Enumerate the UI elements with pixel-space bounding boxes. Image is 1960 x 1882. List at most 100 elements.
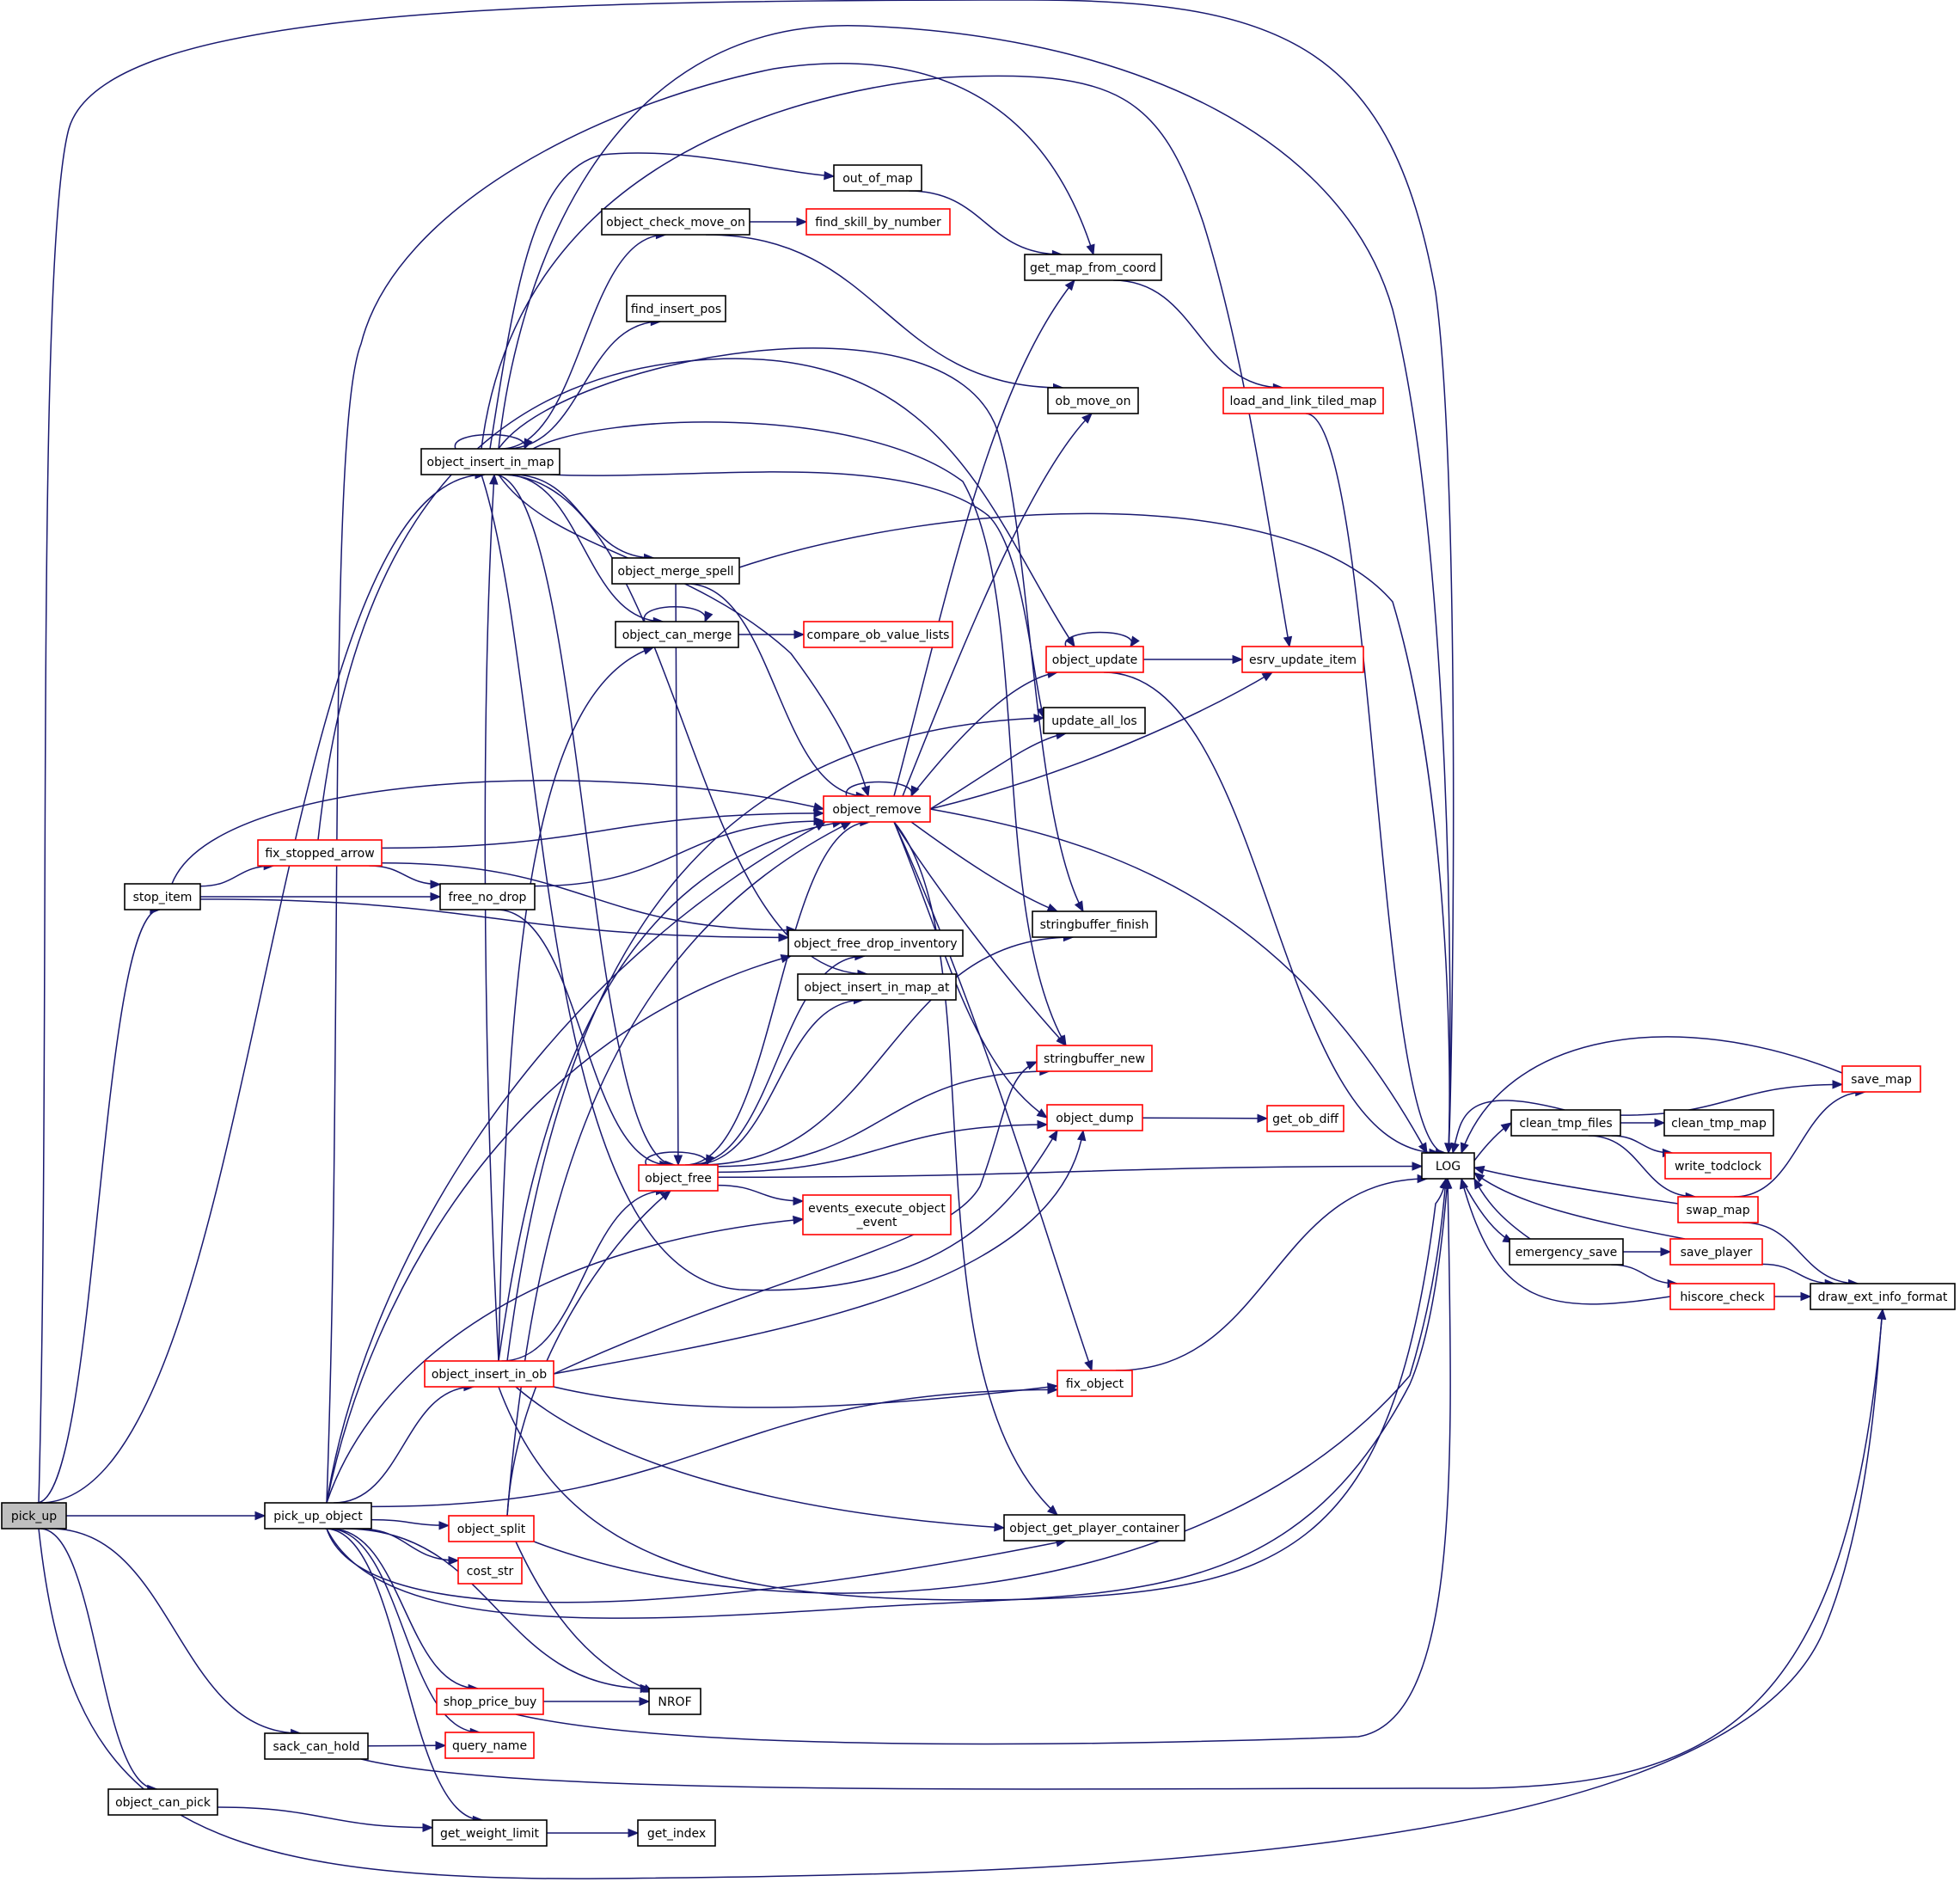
node-fix-object[interactable]: fix_object [1057, 1370, 1133, 1397]
node-box [611, 557, 740, 585]
node-box [420, 448, 560, 475]
node-label: object_insert_in_map_at [805, 981, 951, 995]
node-swap-map[interactable]: swap_map [1677, 1196, 1759, 1223]
node-box [1032, 910, 1157, 938]
node-label: draw_ext_info_format [1818, 1290, 1948, 1304]
node-shop-price-buy[interactable]: shop_price_buy [436, 1688, 544, 1715]
node-object-split[interactable]: object_split [448, 1515, 535, 1542]
node-label: hiscore_check [1680, 1290, 1765, 1304]
node-box [787, 929, 964, 957]
node-box [436, 1688, 544, 1715]
node-find-skill-by-number[interactable]: find_skill_by_number [805, 208, 951, 236]
node-object-dump[interactable]: object_dump [1046, 1104, 1143, 1131]
node-label: cost_str [467, 1565, 514, 1579]
node-label: save_map [1851, 1073, 1912, 1087]
node-save-player[interactable]: save_player [1669, 1238, 1763, 1266]
node-object-can-merge[interactable]: object_can_merge [615, 621, 739, 648]
edge-load_and_link_tiled_map-to-LOG [1305, 413, 1447, 1158]
node-object-update[interactable]: object_update [1045, 646, 1144, 673]
node-label: stringbuffer_finish [1040, 918, 1149, 932]
node-query-name[interactable]: query_name [444, 1732, 535, 1759]
node-object-merge-spell[interactable]: object_merge_spell [611, 557, 740, 585]
node-out-of-map[interactable]: out_of_map [833, 164, 922, 192]
node-stop-item[interactable]: stop_item [124, 883, 201, 910]
node-get-weight-limit[interactable]: get_weight_limit [432, 1819, 548, 1847]
edge-sack_can_hold-to-draw_ext_info_format [360, 1308, 1887, 1790]
node-hiscore-check[interactable]: hiscore_check [1669, 1283, 1775, 1310]
node-sack-can-hold[interactable]: sack_can_hold [264, 1732, 369, 1760]
node-clean-tmp-files[interactable]: clean_tmp_files [1510, 1109, 1621, 1137]
node-write-todclock[interactable]: write_todclock [1664, 1152, 1772, 1180]
node-fix-stopped-arrow[interactable]: fix_stopped_arrow [257, 839, 383, 867]
node-object-can-pick[interactable]: object_can_pick [107, 1788, 218, 1816]
node-label: clean_tmp_files [1519, 1117, 1612, 1131]
edge-pick_up_object-to-object_get_player_container [326, 1528, 1068, 1603]
node-object-free-drop-inventory[interactable]: object_free_drop_inventory [787, 929, 964, 957]
edge-pick_up_object-to-object_remove [326, 821, 827, 1504]
node-label: swap_map [1686, 1204, 1749, 1217]
node-label: update_all_los [1051, 714, 1136, 728]
node-load-and-link-tiled-map[interactable]: load_and_link_tiled_map [1222, 387, 1384, 414]
node-compare-ob-value-lists[interactable]: compare_ob_value_lists [803, 621, 953, 648]
edge-emergency_save-to-save_player [1623, 1247, 1672, 1257]
edge-object_insert_in_ob-to-object_get_player_container [515, 1386, 1006, 1532]
node-ob-move-on[interactable]: ob_move_on [1047, 387, 1139, 414]
node-draw-ext-info-format[interactable]: draw_ext_info_format [1810, 1283, 1956, 1310]
node-label: fix_stopped_arrow [265, 847, 374, 861]
node-object-insert-in-ob[interactable]: object_insert_in_ob [424, 1360, 554, 1388]
edge-object_insert_in_map-to-object_insert_in_map_at [499, 474, 869, 979]
node-cost-str[interactable]: cost_str [457, 1557, 523, 1585]
node-LOG[interactable]: LOG [1421, 1152, 1475, 1180]
node-box [107, 1788, 218, 1816]
node-object-insert-in-map-at[interactable]: object_insert_in_map_at [797, 973, 957, 1001]
node-box [797, 973, 957, 1001]
node-NROF[interactable]: NROF [648, 1688, 701, 1715]
node-find-insert-pos[interactable]: find_insert_pos [626, 295, 726, 322]
node-label: ob_move_on [1056, 395, 1131, 408]
node-box [439, 883, 536, 910]
node-save-map[interactable]: save_map [1841, 1065, 1921, 1093]
edge-object_merge_spell-to-object_free [673, 583, 683, 1167]
node-free-no-drop[interactable]: free_no_drop [439, 883, 536, 910]
edge-fix_stopped_arrow-to-object_update [317, 358, 1075, 841]
node-object-insert-in-map[interactable]: object_insert_in_map [420, 448, 560, 475]
edge-hiscore_check-to-draw_ext_info_format [1774, 1291, 1812, 1302]
edge-object_insert_in_ob-to-stringbuffer_new [553, 1061, 1038, 1375]
node-label: object_update [1052, 653, 1137, 667]
node-label: clean_tmp_map [1671, 1117, 1767, 1131]
edge-pick_up-to-sack_can_hold [49, 1528, 302, 1738]
node-get-ob-diff[interactable]: get_ob_diff [1266, 1105, 1344, 1132]
node-box [1003, 1514, 1185, 1542]
node-box [1047, 387, 1139, 414]
node-esrv-update-item[interactable]: esrv_update_item [1241, 646, 1364, 673]
edge-hiscore_check-to-LOG [1459, 1177, 1671, 1305]
node-update-all-los[interactable]: update_all_los [1043, 707, 1146, 734]
edge-pick_up-to-pick_up_object [66, 1511, 266, 1521]
node-stringbuffer-new[interactable]: stringbuffer_new [1036, 1045, 1153, 1072]
node-box [1509, 1238, 1624, 1266]
node-emergency-save[interactable]: emergency_save [1509, 1238, 1624, 1266]
node-object-remove[interactable]: object_remove [823, 795, 931, 823]
edge-pick_up-to-draw_ext_info_format [38, 1308, 1886, 1879]
edge-object_insert_in_ob-to-LOG [498, 1177, 1449, 1601]
node-pick-up[interactable]: pick_up [1, 1502, 67, 1530]
edge-object_dump-to-get_ob_diff [1142, 1113, 1269, 1124]
node-clean-tmp-map[interactable]: clean_tmp_map [1663, 1109, 1774, 1137]
node-box [648, 1688, 701, 1715]
node-get-map-from-coord[interactable]: get_map_from_coord [1024, 254, 1162, 281]
node-object-free[interactable]: object_free [638, 1164, 719, 1192]
edge-object_insert_in_map-to-find_insert_pos [505, 316, 662, 450]
node-label: events_execute_object [808, 1202, 946, 1216]
edge-object_remove-to-esrv_update_item [929, 671, 1274, 810]
node-box [124, 883, 201, 910]
node-object-check-move-on[interactable]: object_check_move_on [601, 208, 750, 236]
node-pick-up-object[interactable]: pick_up_object [264, 1502, 372, 1530]
node-stringbuffer-finish[interactable]: stringbuffer_finish [1032, 910, 1157, 938]
node-get-index[interactable]: get_index [637, 1819, 716, 1847]
node-box [1663, 1109, 1774, 1137]
node-events-execute-object-event[interactable]: events_execute_object_event [802, 1194, 952, 1235]
edge-object_insert_in_map-to-object_remove [498, 474, 870, 798]
edge-pick_up_object-to-object_free_drop_inventory [326, 953, 793, 1504]
edge-save_map-to-LOG [1460, 1036, 1843, 1155]
node-object-get-player-container[interactable]: object_get_player_container [1003, 1514, 1185, 1542]
